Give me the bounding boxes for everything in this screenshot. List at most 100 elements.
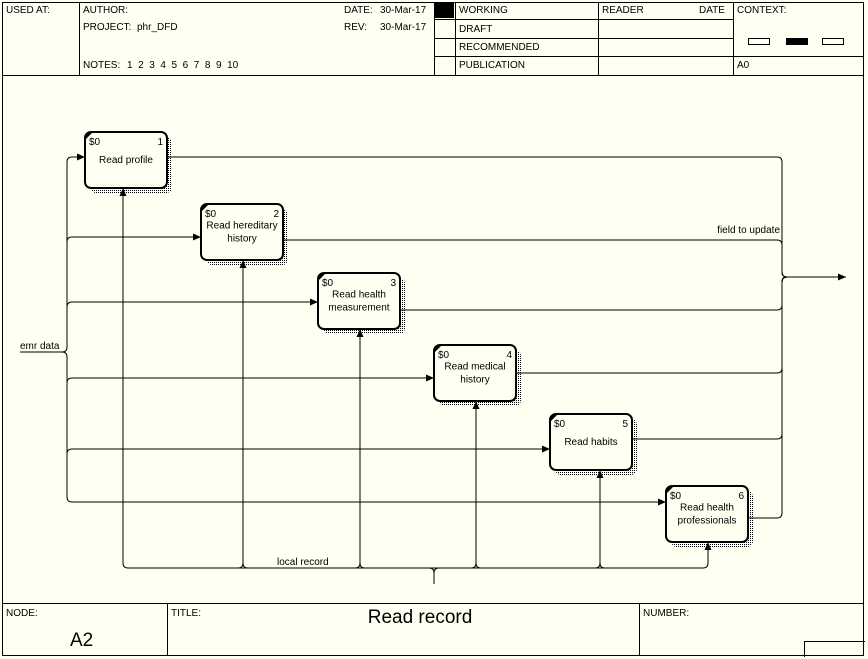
status-working: WORKING [459,5,508,16]
box-corner-mark [435,346,441,352]
node-label: NODE: [6,608,38,619]
context-box-current [786,38,808,45]
box-label: measurement [328,303,389,314]
activity-box [665,485,749,543]
box-cost: $0 [322,278,334,289]
box-number: 2 [273,209,279,220]
footer-divider [639,603,640,656]
box-label: Read habits [564,437,617,448]
used-at-label: USED AT: [6,5,50,16]
control-arrow [354,329,366,569]
date-label: DATE: [344,5,373,16]
activity-box [84,131,168,189]
status-row-line [434,19,733,20]
output-arrow [516,276,788,374]
output-arrow [283,239,788,278]
output-label: field to update [717,225,780,236]
input-arrowhead [77,153,85,161]
context-label: CONTEXT: [737,5,787,16]
status-draft: DRAFT [459,24,493,35]
box-label: Read hereditary [206,221,277,232]
diagram-title: Read record [367,607,473,628]
box-corner-mark [202,205,208,211]
box-number: 5 [622,419,628,430]
status-recommended: RECOMMENDED [459,42,540,53]
control-arrow [470,401,482,569]
output-arrowhead [838,273,846,281]
activity-box [433,344,517,402]
box-number: 6 [738,491,744,502]
header-divider [79,2,80,75]
box-label: Read health [680,503,734,514]
box-cost: $0 [89,137,101,148]
box-cost: $0 [438,350,450,361]
input-label: emr data [20,341,60,352]
footer-corner-box [804,641,865,657]
header-frame [2,2,864,76]
context-box [748,38,770,45]
number-label: NUMBER: [643,608,690,619]
input-arrow [20,156,85,353]
footer-divider [167,603,168,656]
rev-value: 30-Mar-17 [380,22,427,33]
input-arrowhead [542,445,550,453]
control-arrow [122,542,709,569]
box-corner-mark [551,415,557,421]
input-arrow [66,236,201,243]
input-arrowhead [426,374,434,382]
control-arrow [594,470,606,569]
control-label: local record [277,557,329,568]
box-label: Read health [332,290,386,301]
output-arrow [632,276,788,440]
input-arrow [66,301,318,308]
context-node: A0 [737,60,750,71]
output-arrow [400,276,788,311]
box-cost: $0 [554,419,566,430]
footer-frame [2,603,864,657]
notes-label: NOTES: [83,60,121,71]
header-divider [733,2,734,75]
status-row-line [434,56,864,57]
activity-box [200,203,284,261]
activity-box [549,413,633,471]
box-label: Read profile [99,155,153,166]
box-corner-mark [319,274,325,280]
box-number: 1 [157,137,163,148]
input-arrow [66,448,550,455]
box-label: history [227,234,256,245]
input-arrow [66,377,434,384]
box-cost: $0 [670,491,682,502]
context-box [822,38,844,45]
rev-label: REV: [344,22,367,33]
box-label: history [460,375,489,386]
activity-box [317,272,401,330]
input-arrowhead [193,233,201,241]
date-value: 30-Mar-17 [380,5,427,16]
node-value: A2 [70,630,94,651]
notes-numbers: 1 2 3 4 5 6 7 8 9 10 [127,60,239,71]
project-name: phr_DFD [137,22,178,33]
working-status-marker [435,2,454,18]
title-label: TITLE: [171,608,202,619]
box-number: 4 [506,350,512,361]
control-arrow [237,260,249,569]
status-row-line [434,38,733,39]
author-label: AUTHOR: [83,5,128,16]
status-publication: PUBLICATION [459,60,525,71]
control-arrow [433,567,440,574]
box-label: professionals [678,516,737,527]
box-label: Read medical [444,362,505,373]
box-corner-mark [667,487,673,493]
box-number: 3 [390,278,396,289]
project-label: PROJECT: [83,22,132,33]
box-corner-mark [86,133,92,139]
input-arrow [61,351,666,503]
control-arrow [428,567,435,584]
reader-label: READER [602,5,644,16]
box-cost: $0 [205,209,217,220]
reader-date-label: DATE [699,5,725,16]
input-arrowhead [310,298,318,306]
output-arrow [748,276,788,519]
